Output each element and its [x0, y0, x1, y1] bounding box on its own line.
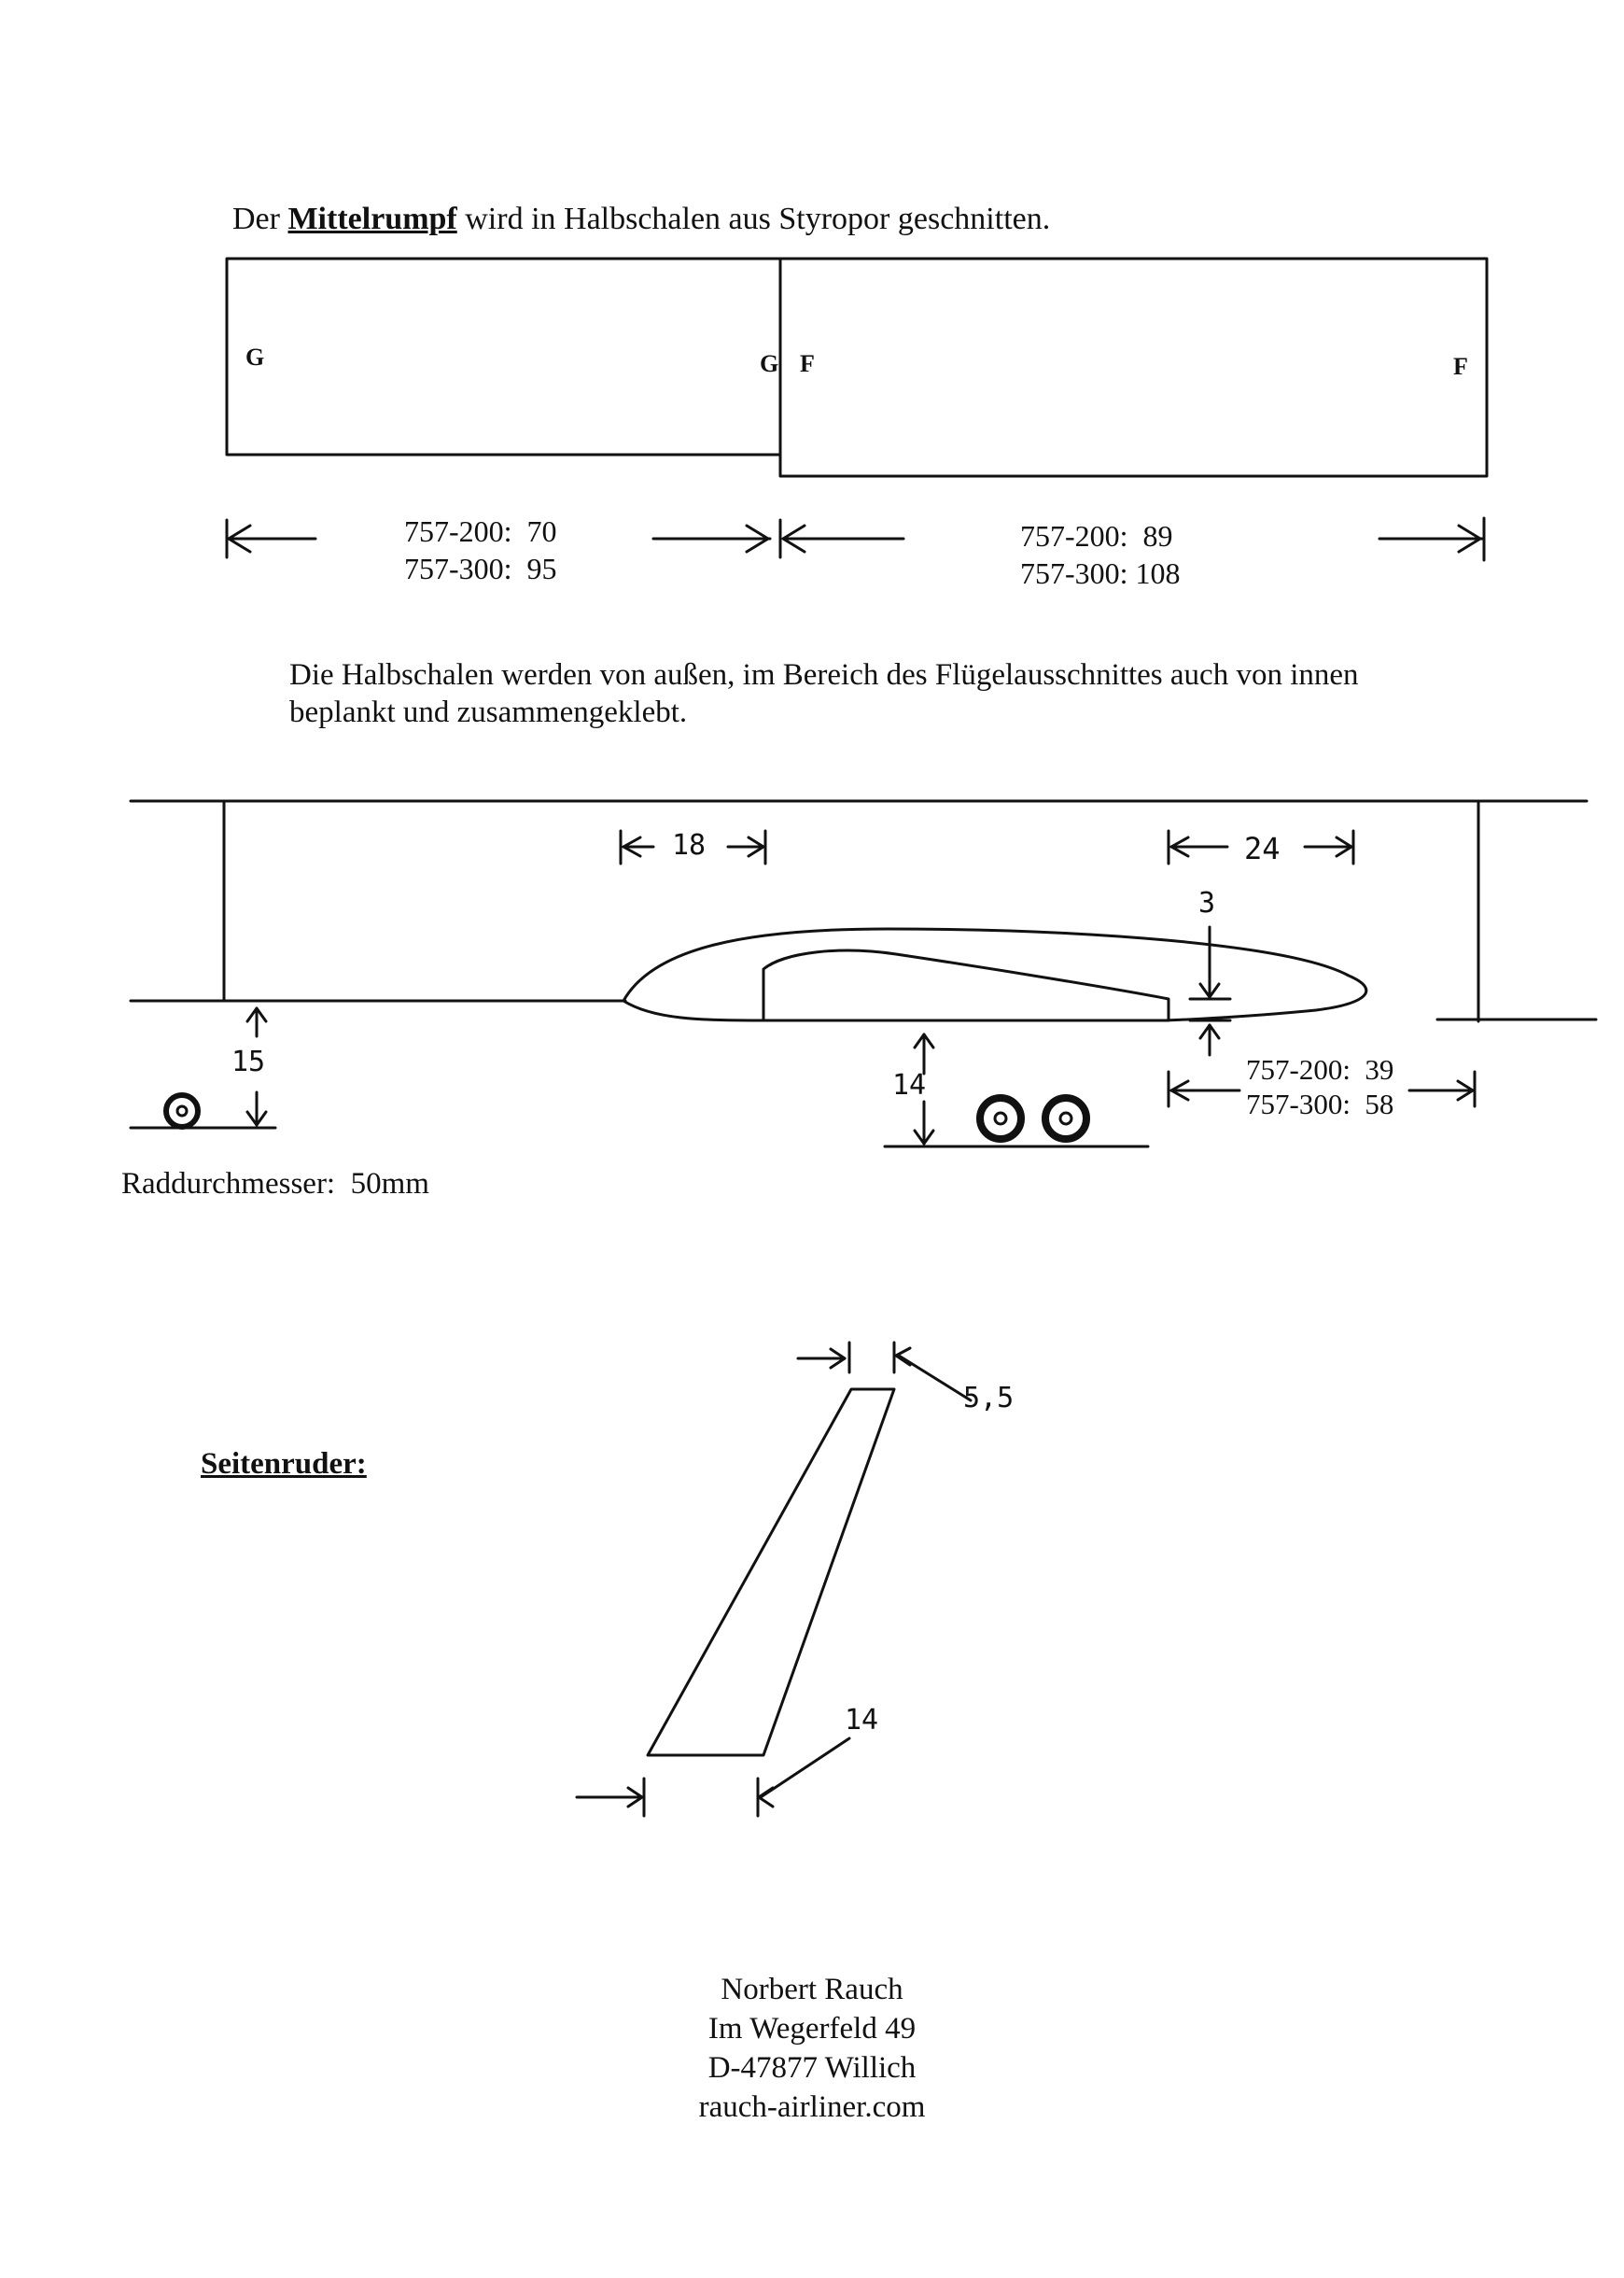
wing-cutout — [622, 927, 1368, 1022]
address-street: Im Wegerfeld 49 — [707, 2012, 917, 2046]
address-name: Norbert Rauch — [721, 1973, 903, 2006]
wing-profile — [762, 949, 1170, 1022]
dimension-left — [225, 518, 772, 559]
intro-prefix: Der — [232, 202, 288, 236]
nose-wheel-icon — [163, 1092, 201, 1130]
intro-highlight: Mittelrumpf — [287, 202, 457, 236]
dim-14-label: 14 — [892, 1069, 927, 1102]
section-label-g-right: G — [760, 350, 779, 377]
wing-pos-300: 757-300: 58 — [1246, 1088, 1394, 1120]
dim-left-300: 757-300: 95 — [404, 552, 557, 585]
main-wheel-icon — [976, 1094, 1025, 1143]
rudder-outline — [646, 1387, 896, 1757]
address-web: rauch-airliner.com — [698, 2090, 926, 2124]
dim-18-label: 18 — [672, 829, 707, 862]
side-view — [129, 799, 1598, 1148]
rudder-drawing — [575, 1341, 973, 1818]
address-city: D-47877 Willich — [707, 2051, 917, 2085]
intro-line: Der Mittelrumpf wird in Halbschalen aus … — [201, 166, 1050, 273]
dim-right-300: 757-300: 108 — [1020, 556, 1181, 590]
intro-suffix: wird in Halbschalen aus Styropor geschni… — [456, 202, 1051, 236]
wing-pos-200: 757-200: 39 — [1246, 1053, 1394, 1086]
section-label-g-left: G — [245, 344, 265, 371]
rudder-label: Seitenruder: — [201, 1447, 367, 1481]
section-box-f — [778, 257, 1489, 478]
paragraph-line-1: Die Halbschalen werden von außen, im Ber… — [289, 658, 1359, 692]
wheel-diameter-note: Raddurchmesser: 50mm — [121, 1167, 429, 1201]
section-box-g — [225, 257, 782, 457]
rudder-top-dim: 5,5 — [963, 1382, 1015, 1414]
paragraph-line-2: beplankt und zusammengeklebt. — [289, 696, 688, 729]
dim-3-label: 3 — [1198, 887, 1216, 920]
section-label-f-left: F — [800, 350, 815, 377]
dim-right-200: 757-200: 89 — [1020, 519, 1173, 553]
dim-left-200: 757-200: 70 — [404, 514, 557, 548]
address-block: Norbert Rauch Im Wegerfeld 49 D-47877 Wi… — [579, 1970, 1045, 2127]
dimension-right — [778, 516, 1486, 562]
section-label-f-right: F — [1453, 353, 1468, 380]
rudder-bottom-dim: 14 — [845, 1704, 879, 1737]
main-wheel-icon — [1042, 1094, 1090, 1143]
dim-15-label: 15 — [231, 1046, 266, 1078]
dim-24-label: 24 — [1244, 831, 1281, 866]
